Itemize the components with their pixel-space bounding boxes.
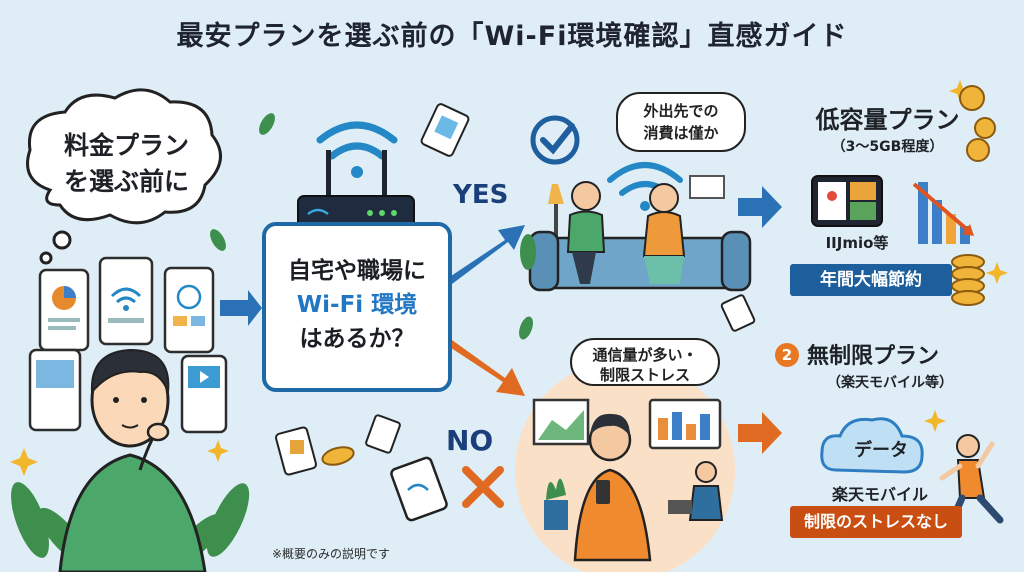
data-cloud-label: データ (854, 440, 908, 461)
sim-card-icon (275, 103, 756, 476)
yes-speech-bubble: 外出先での 消費は僅か (616, 92, 746, 152)
couple-on-sofa-illustration (520, 162, 752, 292)
stressed-man-illustration (532, 398, 724, 562)
low-plan-subtitle: （3～5GB程度） (831, 139, 944, 155)
unlimited-plan-subtitle: （楽天モバイル等） (827, 375, 953, 391)
sparkle-icon (10, 80, 1008, 476)
question-wifi-text: Wi-Fi 環境 (296, 292, 418, 318)
no-bubble-line-2: 制限ストレス (599, 366, 690, 384)
page-title: 最安プランを選ぶ前の「Wi-Fi環境確認」直感ガイド (176, 21, 848, 52)
thinking-man-illustration (58, 348, 207, 572)
bento-icon (811, 175, 883, 227)
arrow-to-question (220, 290, 262, 326)
yes-bubble-line-2: 消費は僅か (643, 124, 719, 142)
no-speech-bubble: 通信量が多い・ 制限ストレス (570, 338, 720, 386)
low-plan-banner: 年間大幅節約 (790, 264, 952, 296)
question-line-1: 自宅や職場に (288, 258, 426, 284)
arrow-to-unlimited-plan (738, 412, 782, 454)
low-plan-title: 低容量プラン (815, 106, 960, 134)
thought-line-1: 料金プラン (63, 131, 189, 160)
unlimited-plan-number: 2 (775, 343, 799, 367)
unlimited-plan-banner: 制限のストレスなし (790, 506, 962, 538)
leaf-icon (210, 113, 533, 340)
decline-chart-icon (912, 182, 974, 244)
yes-label: YES (453, 180, 509, 210)
unlimited-plan-carrier: 楽天モバイル (831, 485, 928, 504)
thought-bubble-text: 料金プラン を選ぶ前に (34, 128, 219, 200)
question-text: 自宅や職場に Wi-Fi 環境 はあるか？ (262, 254, 452, 356)
footnote: ※概要のみの説明です (272, 547, 391, 561)
wifi-router-icon (297, 121, 415, 231)
x-mark-icon (462, 466, 504, 508)
low-plan-carrier: IIJmio等 (825, 234, 889, 252)
thought-cloud-icon (26, 88, 222, 265)
question-box (262, 222, 452, 392)
unlimited-plan-heading: 2 無制限プラン (775, 338, 985, 370)
no-label: NO (446, 424, 494, 457)
arrow-to-low-plan (738, 186, 782, 228)
yes-bubble-line-1: 外出先での (643, 102, 719, 120)
thought-line-2: を選ぶ前に (63, 167, 189, 196)
no-arrow (448, 340, 525, 396)
unlimited-plan-title: 無制限プラン (807, 344, 940, 369)
check-icon (530, 115, 580, 165)
smartphone-icon (28, 256, 228, 434)
data-cloud-icon (820, 417, 924, 474)
question-line-3: はあるか？ (299, 326, 415, 352)
yes-arrow (448, 225, 525, 284)
no-bubble-line-1: 通信量が多い・ (592, 346, 698, 364)
coin-icon (321, 85, 996, 466)
tablet-icon (390, 456, 448, 522)
